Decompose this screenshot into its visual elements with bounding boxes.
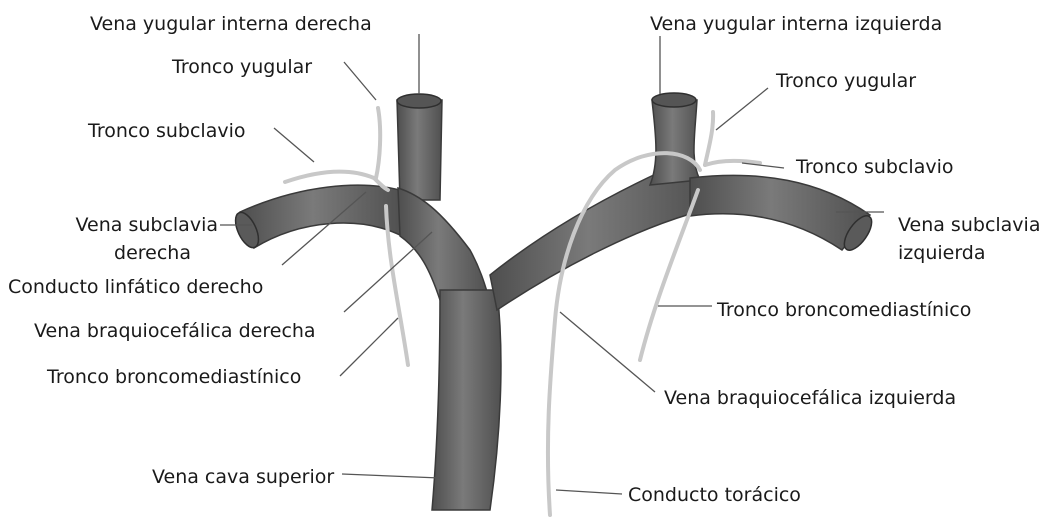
leader-svc: [342, 474, 440, 478]
superior-vena-cava: [432, 290, 501, 510]
leader-right-bronchomediastinal: [340, 318, 398, 376]
right-brachiocephalic-vein: [398, 188, 488, 300]
label-left-bronchomediastinal-trunk: Tronco broncomediastínico: [717, 299, 971, 321]
right-internal-jugular-opening: [397, 94, 441, 108]
leader-left-jugular-trunk: [716, 88, 768, 130]
right-subclavian-vein: [240, 185, 402, 248]
label-right-subclavian-vein-line1: Vena subclavia: [4, 214, 218, 236]
label-left-brachiocephalic-vein: Vena braquiocefálica izquierda: [664, 387, 956, 409]
leader-thoracic-duct: [556, 490, 622, 494]
left-internal-jugular-vein: [650, 100, 700, 185]
label-thoracic-duct: Conducto torácico: [628, 484, 801, 506]
left-brachiocephalic-vein: [490, 172, 709, 310]
label-left-internal-jugular-vein: Vena yugular interna izquierda: [650, 13, 942, 35]
right-subclavian-trunk-vessel: [285, 172, 374, 182]
leader-right-jugular-trunk: [344, 62, 376, 100]
left-subclavian-vein: [690, 175, 870, 250]
right-internal-jugular-vein: [397, 100, 442, 200]
label-superior-vena-cava: Vena cava superior: [152, 466, 334, 488]
label-right-bronchomediastinal-trunk: Tronco broncomediastínico: [47, 366, 301, 388]
label-right-brachiocephalic-vein: Vena braquiocefálica derecha: [34, 320, 316, 342]
label-left-subclavian-vein-line1: Vena subclavia: [898, 214, 1040, 236]
right-jugular-trunk-vessel: [376, 108, 380, 178]
leader-right-subclavian-trunk: [274, 128, 314, 162]
label-right-subclavian-trunk: Tronco subclavio: [88, 120, 246, 142]
left-internal-jugular-opening: [652, 93, 696, 107]
left-jugular-trunk-vessel: [705, 112, 713, 165]
label-left-subclavian-trunk: Tronco subclavio: [796, 156, 954, 178]
label-right-internal-jugular-vein: Vena yugular interna derecha: [90, 13, 372, 35]
label-left-subclavian-vein-line2: izquierda: [898, 242, 986, 264]
label-right-lymphatic-duct: Conducto linfático derecho: [8, 276, 263, 298]
label-right-subclavian-vein-line2: derecha: [4, 242, 191, 264]
label-left-jugular-trunk: Tronco yugular: [776, 70, 916, 92]
leader-left-subclavian-trunk: [742, 163, 784, 168]
label-right-jugular-trunk: Tronco yugular: [172, 56, 312, 78]
